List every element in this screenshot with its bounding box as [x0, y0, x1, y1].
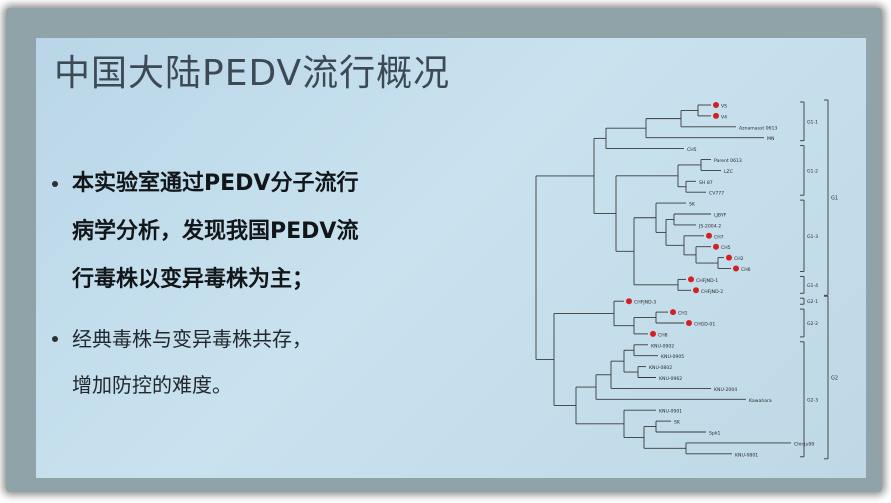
chinese-strain-marker — [650, 330, 656, 337]
taxon-label: SK — [674, 420, 681, 426]
taxon-label: CH7 — [714, 234, 724, 240]
taxon-label: KNU-0905 — [661, 354, 684, 360]
bullet-1-line-3: 行毒株以变异毒株为主； — [72, 267, 315, 292]
bullet-1-line-1: 本实验室通过PEDV分子流行 — [72, 171, 359, 196]
chinese-strain-marker — [713, 102, 719, 108]
taxon-label: Spk1 — [709, 431, 720, 437]
taxon-label: CV777 — [709, 191, 724, 197]
group-label: G2-2 — [807, 321, 818, 327]
chinese-strain-marker — [706, 232, 712, 239]
taxon-label: KNU-0801 — [735, 452, 758, 458]
taxon-label: V4 — [721, 114, 727, 120]
chinese-strain-marker — [693, 287, 699, 294]
group-label: G2-3 — [807, 397, 818, 403]
taxon-label: KNU-0802 — [649, 365, 672, 371]
taxon-label: CHFJND-3 — [634, 300, 656, 306]
bullet-2-line-2: 增加防控的难度。 — [72, 373, 232, 397]
group-label: G2-1 — [807, 299, 818, 305]
genogroup-label: G2 — [831, 376, 838, 382]
taxon-label: VS — [721, 104, 727, 110]
taxon-label: CH5 — [687, 147, 697, 153]
taxon-label: KNU-0901 — [659, 409, 682, 415]
chinese-strain-marker — [670, 309, 676, 316]
chinese-strain-marker — [688, 276, 694, 283]
taxon-label: SH 87 — [699, 180, 713, 186]
taxon-label: KNU-2004 — [714, 387, 737, 393]
taxon-label: KNU-0962 — [659, 376, 682, 382]
group-label: G1-3 — [807, 234, 818, 240]
taxon-label: JS-2004-2 — [698, 223, 721, 229]
taxon-label: CH2 — [734, 256, 744, 262]
taxon-label: LJBYF — [714, 213, 727, 219]
taxon-label: Kawahara — [749, 398, 772, 404]
bullet-dot-2 — [52, 336, 58, 342]
bullet-1-line-2: 病学分析，发现我国PEDV流 — [72, 219, 359, 244]
slide: 中国大陆PEDV流行概况 本实验室通过PEDV分子流行 病学分析，发现我国PED… — [36, 38, 866, 478]
group-label: G1-4 — [807, 283, 818, 289]
taxon-label: LZC — [724, 169, 733, 175]
taxon-label: CH1 — [678, 311, 688, 317]
taxon-label: CHFJND-2 — [701, 289, 723, 295]
screen-frame: 中国大陆PEDV流行概况 本实验室通过PEDV分子流行 病学分析，发现我国PED… — [6, 8, 882, 492]
taxon-label: MN — [767, 136, 774, 142]
slide-title: 中国大陆PEDV流行概况 — [54, 53, 451, 94]
bullet-dot-1 — [52, 181, 58, 187]
chinese-strain-marker — [713, 112, 719, 119]
taxon-label: SK — [689, 202, 696, 208]
taxon-label: Aznamasst 0613 — [739, 125, 777, 131]
taxon-label: CH5 — [721, 245, 731, 251]
chinese-strain-marker — [733, 265, 739, 272]
taxon-label: KNU-0902 — [651, 343, 674, 349]
taxon-label: CH8 — [658, 332, 668, 338]
group-label: G1-1 — [807, 119, 818, 125]
chinese-strain-marker — [713, 243, 719, 250]
group-label: G1-2 — [807, 168, 818, 174]
taxon-label: CHFJND-1 — [696, 278, 718, 284]
genogroup-label: G1 — [831, 196, 838, 202]
chinese-strain-marker — [626, 298, 632, 305]
bullet-2-line-1: 经典毒株与变异毒株共存， — [72, 327, 312, 351]
chinese-strain-marker — [726, 254, 732, 261]
taxon-label: Parent 0613 — [714, 158, 742, 164]
taxon-label: CH6 — [741, 267, 751, 273]
chinese-strain-marker — [686, 320, 692, 326]
taxon-label: CHGD-01 — [694, 322, 715, 328]
